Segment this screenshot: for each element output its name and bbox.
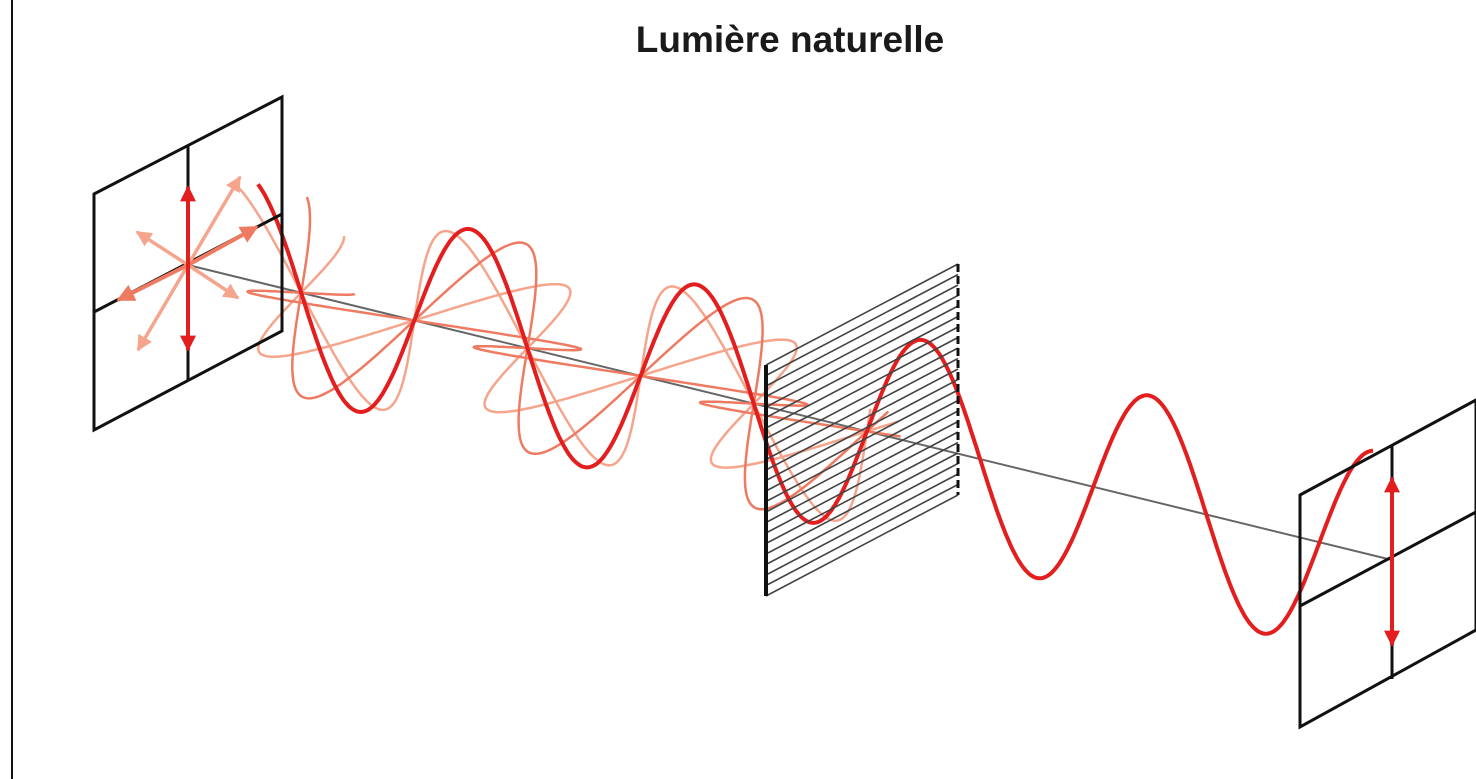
polarizer-slit-line [765,284,959,387]
polarizer-slit-line [765,452,959,555]
polarizer-slit-line [765,399,959,503]
polarizer-slit-line [765,315,959,419]
polarizer-slit-line [765,305,959,408]
diagram-title: Lumière naturelle [636,19,944,60]
polarizer-slit-line [765,357,959,461]
polarizer-slit-line [765,378,959,482]
arrow-upright-icon [187,225,259,267]
light-waves [236,183,1374,636]
polarizer-slit-line [765,368,959,471]
unpolarized-wave-4 [246,289,901,438]
polarized-wave [256,183,1374,636]
polarizer-slit-line [765,294,959,398]
polarizer-slit-line [765,336,959,440]
arrow-diagonal-downleft-icon [136,264,190,352]
arrow-downright-icon [187,263,240,300]
polarizer-slit-line [765,483,959,587]
screen-frame [1298,398,1476,730]
arrow-downleft-icon [116,263,189,302]
polarizer-slit-line [765,263,959,366]
polarizer-slit-line [765,462,959,566]
propagation-axis [187,264,1393,561]
natural-light-arrows [116,175,259,352]
polarizer-slit-line [765,420,959,524]
polarizer-slit-line [765,389,959,492]
polarizer-slit-line [765,410,959,513]
unpolarized-wave-3 [291,196,890,511]
polarizer-filter [764,263,960,597]
source-frame-border [92,94,284,433]
screen-frame-horizontal-divider [1299,510,1476,608]
polarizer-slit-line [765,273,959,377]
arrow-upleft-icon [135,230,189,267]
unpolarized-wave-1 [256,236,899,469]
polarizer-slit-line [765,473,959,576]
screen-frame-border [1298,398,1476,730]
polarizer-slit-line [765,431,959,534]
polarizer-slit-line [765,441,959,545]
polarizer-slit-line [765,494,959,597]
arrow-diagonal-upright-icon [186,175,242,266]
polarizer-slit-line [765,347,959,450]
polarizer-slit-line [765,326,959,429]
